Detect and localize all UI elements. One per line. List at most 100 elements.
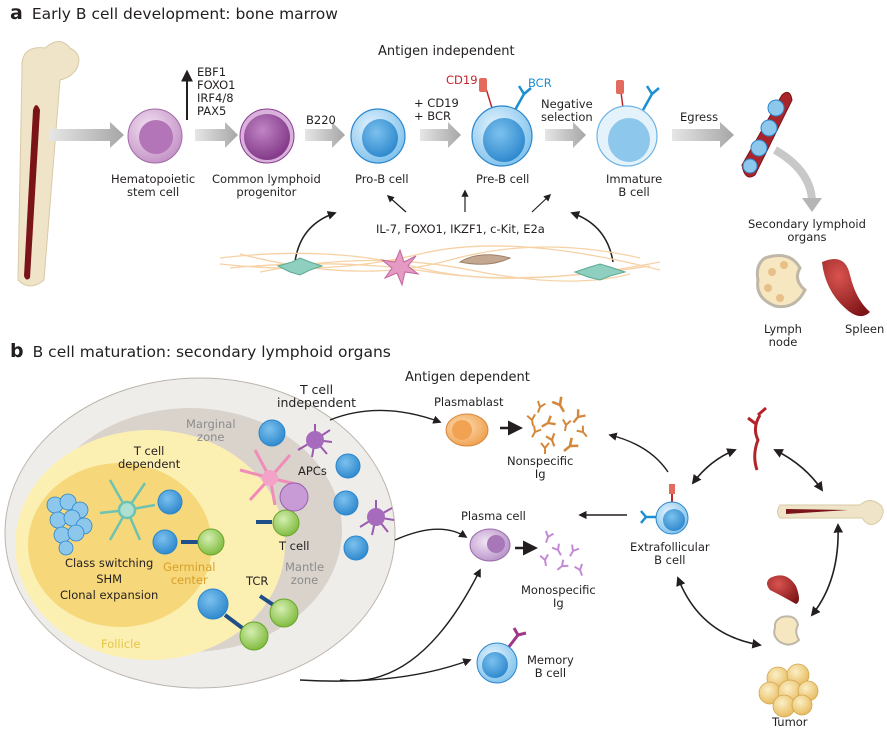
plasma-cell-label: Plasma cell (461, 509, 526, 523)
tcr-label: TCR (246, 574, 269, 588)
hsc-label: Hematopoietic stem cell (111, 173, 195, 199)
arrow-prob-to-preb (420, 122, 461, 148)
arrow-bone-to-hsc (50, 122, 124, 148)
negative-selection-line2: selection (541, 110, 593, 124)
t-cell-icon (269, 598, 299, 628)
clp-label-line2: progenitor (236, 185, 297, 199)
germinal-center-line1: Germinal (163, 560, 216, 574)
hsc-cell (127, 108, 183, 164)
immature-b-label: Immature B cell (606, 173, 662, 199)
antibody-icon (572, 409, 586, 424)
memory-b-cell-label: Memory B cell (527, 654, 574, 680)
tf-irf48: IRF4/8 (197, 91, 234, 105)
gc-process-clonal-expansion: Clonal expansion (60, 588, 159, 602)
antibody-icon (545, 530, 554, 543)
bone-icon (777, 500, 884, 525)
b-cell-icon (152, 529, 178, 555)
tcr-bcr-synapse-icon (181, 540, 198, 544)
panel-a-title-text: Early B cell development: bone marrow (31, 5, 338, 23)
extrafollicular-b-cell-label: Extrafollicular B cell (630, 541, 710, 567)
arrow-preb-to-immature (545, 122, 586, 148)
hsc-label-line1: Hematopoietic (111, 172, 196, 186)
mantle-zone-line2: zone (290, 573, 319, 587)
clonal-b-cell-cluster (46, 493, 93, 556)
immature-b-label-line2: B cell (618, 185, 650, 199)
panel-b-title-text: B cell maturation: secondary lymphoid or… (32, 343, 391, 361)
stromal-arrows (294, 189, 614, 263)
arrow-to-secondary-organs (802, 198, 822, 212)
germinal-center-line2: center (170, 573, 208, 587)
tumor-icon (758, 663, 819, 718)
pro-b-cell (350, 108, 406, 164)
t-cell-dependent-label: T cell dependent (118, 445, 180, 471)
t-cell-independent-label: T cell independent (277, 383, 356, 409)
gc-processes-label: Class switching SHM Clonal expansion (60, 555, 158, 603)
marginal-zone-line2: zone (197, 430, 225, 444)
lymph-node-line2: node (768, 335, 798, 349)
arrow-hsc-to-clp (195, 122, 238, 148)
antibody-icon (541, 415, 556, 428)
antibody-icon (563, 437, 579, 453)
t-cell-dependent-line1: T cell (133, 444, 165, 458)
immature-b-cell (596, 80, 660, 167)
clp-label: Common lymphoid progenitor (212, 173, 321, 199)
blood-vessel-icon (747, 406, 767, 471)
pre-b-cell (471, 78, 533, 167)
apcs-label: APCs (298, 464, 327, 478)
negative-selection-line1: Negative (541, 97, 593, 111)
arrow-clp-to-prob (305, 122, 345, 148)
marginal-zone-label: Marginal zone (186, 418, 236, 444)
antibody-icon (562, 418, 572, 432)
marginal-zone-line1: Marginal (186, 417, 236, 431)
secondary-organs-line2: organs (787, 230, 827, 244)
fibroblast-icon (458, 254, 512, 265)
antibody-icon (576, 425, 588, 438)
antibody-icon (531, 425, 542, 438)
dendritic-cell-icon (239, 449, 301, 506)
tf-foxo1: FOXO1 (197, 78, 236, 92)
apc-icon (279, 482, 309, 512)
antibody-icon (551, 396, 566, 413)
progression-arrows (50, 122, 822, 212)
marginal-zone-b-cell-icon (258, 419, 286, 447)
maturation-arrows (299, 409, 844, 682)
t-cell-dependent-line2: dependent (118, 457, 181, 471)
nonspecific-ig-line2: Ig (534, 467, 546, 481)
hsc-label-line2: stem cell (126, 185, 180, 199)
monospecific-antibodies (539, 530, 583, 576)
spleen-label: Spleen (845, 322, 885, 336)
dendritic-cell-icon (380, 248, 420, 287)
tf-ebf1: EBF1 (197, 65, 227, 79)
memory-b-cell-icon (476, 627, 527, 684)
plasmablast-label: Plasmablast (434, 395, 504, 409)
stromal-factors-label: IL-7, FOXO1, IKZF1, c-Kit, E2a (376, 222, 545, 236)
b-cell-icon (197, 588, 229, 620)
bcr-label: BCR (528, 76, 552, 90)
egress-label: Egress (680, 110, 719, 124)
t-cell-icon (239, 621, 269, 651)
nonspecific-antibodies (526, 396, 588, 454)
spleen-icon (822, 258, 870, 317)
antibody-icon (551, 543, 562, 556)
lymph-node-line1: Lymph (764, 322, 802, 336)
antibody-icon (526, 413, 536, 427)
monospecific-ig-line1: Monospecific (521, 583, 596, 597)
mantle-zone-line1: Mantle (285, 560, 325, 574)
extrafollicular-b-cell-line2: B cell (654, 553, 686, 567)
panel-b-letter: b (10, 340, 24, 362)
monospecific-ig-line2: Ig (553, 596, 564, 610)
immature-b-label-line1: Immature (606, 172, 663, 186)
b-cell-icon (335, 453, 361, 479)
monospecific-ig-label: Monospecific Ig (521, 584, 596, 610)
t-cell-label: T cell (279, 539, 310, 553)
cd19-receptor-icon (479, 78, 487, 92)
secondary-organs-line1: Secondary lymphoid (748, 217, 866, 231)
antibody-icon (537, 400, 546, 413)
negative-selection-label: Negative selection (541, 98, 593, 124)
t-cell-independent-line1: T cell (299, 382, 334, 397)
stromal-cell-icon (573, 263, 627, 281)
memory-b-cell-line2: B cell (534, 666, 567, 680)
panel-b-title: b B cell maturation: secondary lymphoid o… (10, 340, 391, 362)
